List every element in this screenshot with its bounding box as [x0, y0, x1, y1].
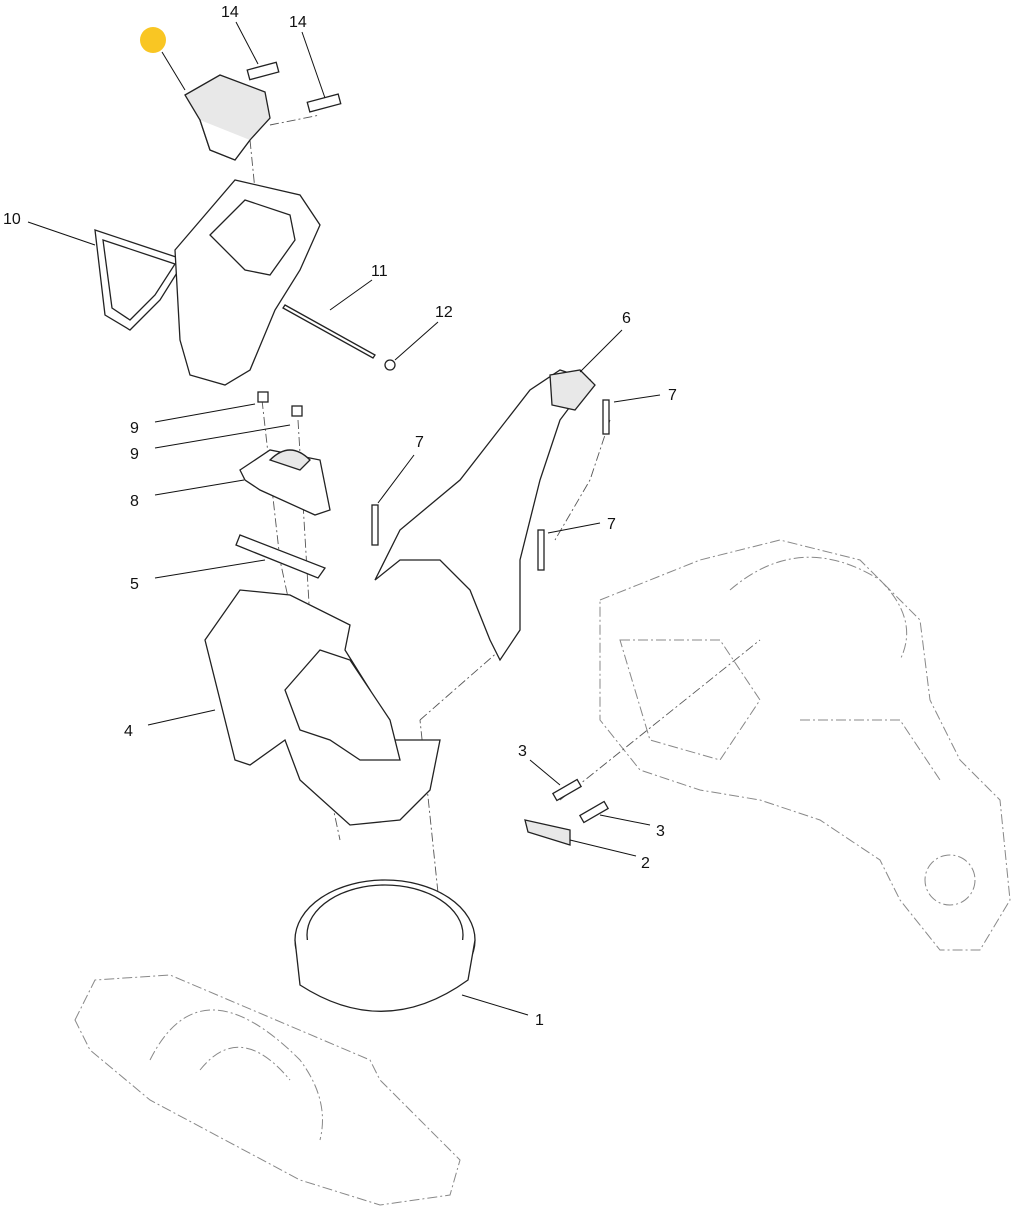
screw-part-7: [371, 399, 610, 571]
callout-12: 12: [435, 304, 453, 321]
highlight-marker[interactable]: [140, 27, 166, 53]
callout-3: 3: [656, 823, 665, 840]
handle-grip-part-10: [94, 229, 186, 331]
leader-lines: [27, 21, 661, 1016]
rod-part-11: [282, 304, 376, 359]
callout-7: 7: [607, 516, 616, 533]
callout-4: 4: [124, 723, 133, 740]
callout-8: 8: [130, 493, 139, 510]
deflector-part-6: [374, 369, 596, 662]
frame-ghost: [74, 974, 461, 1206]
callout-14: 14: [289, 14, 307, 31]
callout-labels: 14 14 10 11 12 6 7 9 9 7 8 7 5 4 3 3 2 1: [3, 4, 677, 1029]
spring-part-14: [246, 61, 342, 113]
callout-11: 11: [371, 263, 388, 280]
callout-7: 7: [668, 387, 677, 404]
housing-ghost: [599, 539, 1011, 951]
label-part-5: [235, 534, 327, 579]
callout-9: 9: [130, 446, 139, 463]
callout-9: 9: [130, 420, 139, 437]
handle-housing: [174, 179, 321, 386]
chute-handle: [184, 74, 271, 161]
spring-part-3: [551, 778, 610, 824]
callout-3: 3: [518, 743, 527, 760]
callout-2: 2: [641, 855, 650, 872]
clip-part-12: [384, 359, 396, 371]
callout-14: 14: [221, 4, 239, 21]
callout-7: 7: [415, 434, 424, 451]
callout-10: 10: [3, 211, 21, 228]
callout-5: 5: [130, 576, 139, 593]
bracket-part-8: [239, 449, 331, 516]
callout-1: 1: [535, 1012, 544, 1029]
bolt-part-9: [257, 391, 303, 417]
callout-6: 6: [622, 310, 631, 327]
chute-part-4: [204, 589, 441, 826]
ring-gear-part-1: [294, 879, 476, 1012]
pawl-part-2: [524, 819, 571, 846]
